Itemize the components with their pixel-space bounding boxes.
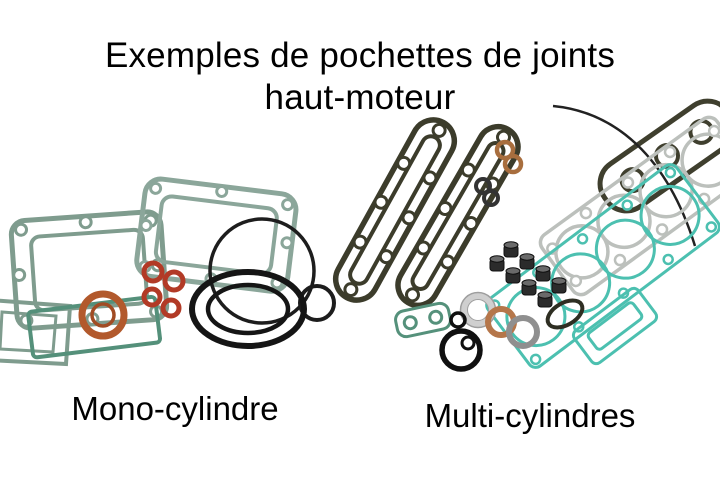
copper-rings xyxy=(494,139,524,175)
page-title: Exemples de pochettes de joints haut-mot… xyxy=(0,35,720,119)
valve-cover-gasket-a xyxy=(332,117,458,303)
base-gasket-outline xyxy=(26,294,162,360)
partial-gasket-outline xyxy=(0,298,73,367)
small-black-rings xyxy=(474,177,500,207)
washers xyxy=(459,291,540,349)
gasket-edge-curve xyxy=(552,104,697,247)
teal-gasket-tail xyxy=(571,286,659,366)
red-o-rings xyxy=(141,260,186,319)
title-line-2: haut-moteur xyxy=(264,78,456,118)
title-line-1: Exemples de pochettes de joints xyxy=(104,36,616,76)
exhaust-ring xyxy=(78,290,128,340)
small-green-gasket xyxy=(394,301,452,339)
metal-head-gasket xyxy=(538,115,720,297)
dark-oval-seal xyxy=(545,298,585,330)
caption-multi-cylinders: Multi-cylindres xyxy=(424,397,636,434)
valve-stem-seals xyxy=(489,241,567,308)
multi-cylinder-gasket-photo xyxy=(332,98,720,372)
black-o-rings xyxy=(189,217,336,349)
bottom-black-o-rings xyxy=(439,311,483,372)
mono-cylinder-gasket-photo xyxy=(0,176,336,367)
caption-mono-cylinder: Mono-cylindre xyxy=(71,390,279,427)
